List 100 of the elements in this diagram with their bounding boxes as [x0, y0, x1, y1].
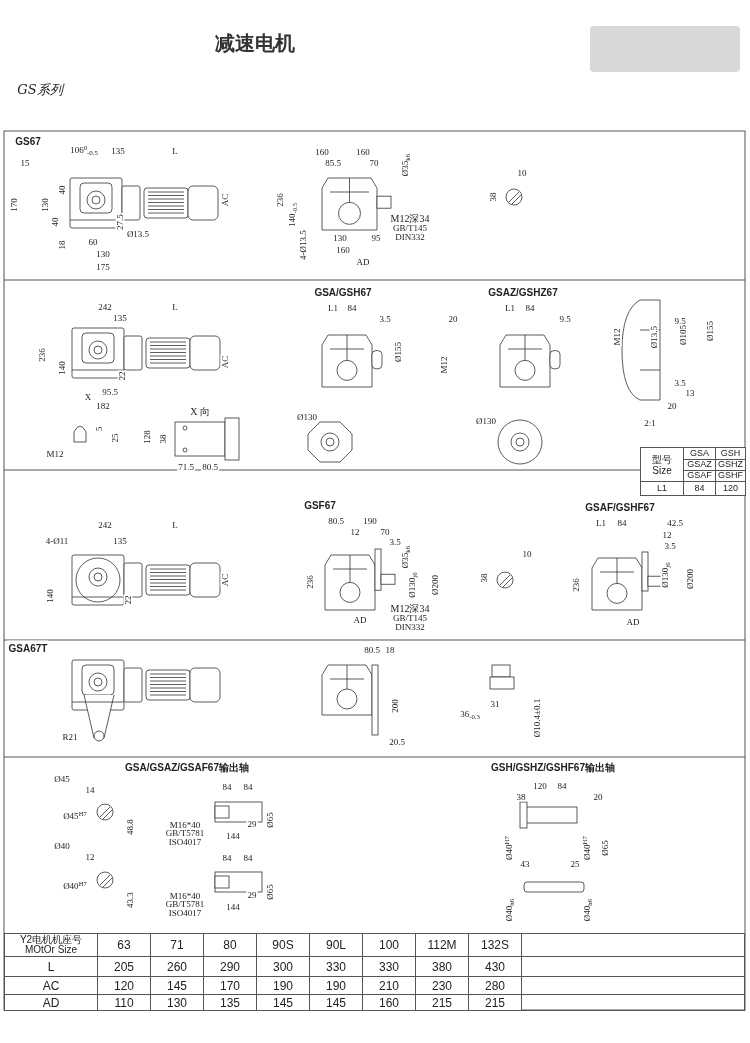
dimension-label: GB/T5781: [164, 828, 206, 838]
dimension-label: Ø45$^{H7}$: [62, 811, 88, 821]
dimension-label: 130: [95, 249, 111, 259]
dimension-label: 18: [384, 645, 396, 655]
dimension-label: 190: [362, 516, 378, 526]
dimension-label: 70: [379, 527, 391, 537]
dimension-label: AC: [220, 572, 230, 588]
dimension-label: 12: [349, 527, 361, 537]
dimension-label: 36$_{-0.3}$: [459, 709, 481, 719]
dimension-label: Ø65: [265, 883, 275, 901]
view-title: GSA/GSAZ/GSAF67输出轴: [124, 759, 250, 775]
dimension-label: 80.5: [201, 462, 219, 472]
dimension-label: X: [83, 392, 93, 402]
dimension-label: 84: [556, 781, 568, 791]
dimension-label: 84: [346, 303, 358, 313]
dimension-label: 130: [332, 233, 348, 243]
dimension-label: 144: [225, 831, 241, 841]
dimension-label: Ø65: [600, 839, 610, 857]
dimension-label: 29: [246, 819, 258, 829]
dimension-label: 18: [57, 239, 67, 251]
dimension-label: 128: [142, 429, 152, 445]
dimension-label: Ø200: [430, 574, 440, 596]
view-title: GSH/GSHZ/GSHF67输出轴: [490, 759, 616, 775]
dimension-label: 135: [110, 146, 126, 156]
dimension-label: AD: [352, 615, 368, 625]
dimension-label: 29: [246, 890, 258, 900]
dimension-label: X 向: [189, 407, 211, 417]
dimension-label: GB/T5781: [164, 899, 206, 909]
dimension-label: Ø40: [53, 841, 71, 851]
dimension-label: 95: [370, 233, 382, 243]
dimension-label: 140: [57, 360, 67, 376]
dimension-label: 160: [314, 147, 330, 157]
dimension-label: AC: [220, 354, 230, 370]
dimension-label: 20: [666, 401, 678, 411]
heading: 减速电机: [215, 30, 295, 57]
dimension-label: L: [171, 302, 179, 312]
dimension-label: Ø130: [296, 412, 318, 422]
dimension-label: 20: [447, 314, 459, 324]
dimension-label: DIN332: [394, 232, 426, 242]
dimension-label: 20: [592, 792, 604, 802]
table-value: L1: [640, 481, 684, 496]
dimension-label: 242: [97, 302, 113, 312]
dimension-label: 84: [221, 782, 233, 792]
dimension-label: 120: [532, 781, 548, 791]
dimension-label: 84: [242, 853, 254, 863]
dimension-label: Ø130: [475, 416, 497, 426]
dimension-label: L: [171, 520, 179, 530]
dimension-label: 25: [110, 432, 120, 444]
dimension-label: 48.8: [125, 818, 135, 836]
dimension-label: 38: [515, 792, 527, 802]
dimension-label: 80.5: [327, 516, 345, 526]
dimension-label: 20.5: [388, 737, 406, 747]
dimension-label: 10: [521, 549, 533, 559]
dimension-label: 85.5: [324, 158, 342, 168]
dimension-label: L1: [327, 303, 339, 313]
dimension-label: Ø105: [678, 324, 688, 346]
dimension-label: 22: [117, 370, 127, 382]
dimension-label: 84: [242, 782, 254, 792]
dimension-label: 84: [524, 303, 536, 313]
dimension-label: L1: [595, 518, 607, 528]
dimension-label: 135: [112, 536, 128, 546]
dimension-label: 182: [95, 401, 111, 411]
dimension-label: 38: [158, 433, 168, 445]
dimension-label: 40: [50, 216, 60, 228]
dimension-label: 80.5: [363, 645, 381, 655]
dimension-label: 84: [221, 853, 233, 863]
dimension-label: AD: [355, 257, 371, 267]
dimension-label: Ø13.5: [649, 324, 659, 350]
dimension-label: 71.5: [177, 462, 195, 472]
dimension-label: L1: [504, 303, 516, 313]
dimension-label: 70: [368, 158, 380, 168]
dimension-label: M12: [45, 449, 65, 459]
dimension-label: 3.5: [388, 537, 402, 547]
dimension-label: R21: [61, 732, 79, 742]
dimension-label: 14: [84, 785, 96, 795]
dimension-label: 84: [616, 518, 628, 528]
dimension-label: 9.5: [558, 314, 572, 324]
dimension-label: 3.5: [378, 314, 392, 324]
dimension-label: 236: [37, 347, 47, 363]
dimension-label: L: [171, 146, 179, 156]
dimension-label: M12深34: [389, 214, 431, 224]
table-header: Y2电机机座号 MOtOr Size: [4, 933, 98, 957]
table-value: AD: [4, 994, 98, 1011]
dimension-label: 12: [84, 852, 96, 862]
dimension-label: 140: [45, 588, 55, 604]
dimension-label: Ø40$^{H7}$: [62, 881, 88, 891]
dimension-label: 130: [40, 197, 50, 213]
dimension-label: AD: [625, 617, 641, 627]
table-value: GSHZ: [715, 459, 746, 471]
dimension-label: 160: [355, 147, 371, 157]
dimension-label: 4-Ø11: [44, 536, 70, 546]
dimension-label: ISO4017: [167, 837, 203, 847]
dimension-label: AC: [220, 192, 230, 208]
dimension-label: 43: [519, 859, 531, 869]
dimension-label: 40: [57, 184, 67, 196]
dimension-label: 27.5: [115, 213, 125, 231]
dimension-label: 236: [275, 192, 285, 208]
dimension-label: M12: [439, 355, 449, 375]
dimension-label: 60: [87, 237, 99, 247]
dimension-label: 95.5: [101, 387, 119, 397]
